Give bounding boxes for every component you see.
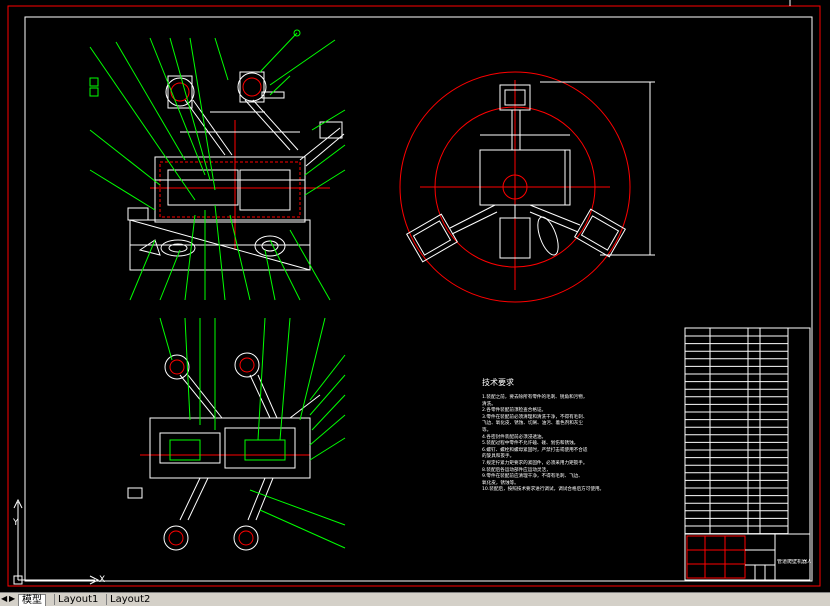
side-view — [399, 71, 655, 303]
tech-requirement-line: 4.各密封件装配前必须浸透油。 — [482, 434, 547, 440]
title-block — [684, 533, 811, 581]
ucs-icon — [13, 498, 100, 585]
layout-tab-bar: ◀ ▶ 模型 Layout1 Layout2 — [0, 592, 830, 606]
tech-requirement-line: 6.螺钉、螺栓和螺母紧固时，严禁打击或使用不合适 — [482, 447, 588, 453]
inner-frame — [24, 16, 813, 582]
tech-requirement-line: 飞边、氧化皮、锈蚀、切屑、油污、着色剂和灰尘 — [482, 421, 584, 427]
tab-nav-next-icon[interactable]: ▶ — [9, 594, 16, 603]
tech-requirements-lines: 1.装配之前，要去除所有零件的毛刺、锐角和污物， 清洗。2.各零件装配前须检查合… — [482, 395, 632, 494]
tech-requirement-line: 清洗。 — [482, 401, 496, 407]
tech-requirement-line: 3.零件在装配前必须清理和清洗干净，不得有毛刺、 — [482, 414, 588, 420]
tech-requirements-title: 技术要求 — [482, 378, 514, 387]
tech-requirements: 技术要求 1.装配之前，要去除所有零件的毛刺、锐角和污物， 清洗。2.各零件装配… — [482, 378, 632, 494]
tab-layout2[interactable]: Layout2 — [106, 594, 153, 605]
outer-frame — [7, 5, 821, 587]
tech-requirement-line: 10.装配后，按照技术要求进行调试，调试合格后方可使用。 — [482, 487, 605, 493]
cad-drawing — [7, 0, 821, 587]
tech-requirement-line: 8.装配后各运动部件应运动灵活， — [482, 467, 551, 473]
tech-requirement-line: 的旋具和扳手。 — [482, 454, 515, 460]
parts-list — [684, 327, 811, 535]
tab-layout1[interactable]: Layout1 — [54, 594, 101, 605]
tech-requirement-line: 氧化皮，锈蚀等。 — [482, 480, 519, 486]
axis-y-label: Y — [13, 518, 19, 528]
top-view — [127, 352, 321, 551]
tab-model[interactable]: 模型 — [18, 594, 46, 606]
top-view-leaders — [159, 317, 346, 549]
tech-requirement-line: 5.装配过程中零件不允许磕、碰、划伤和锈蚀。 — [482, 441, 579, 447]
tech-requirement-line: 7.规定拧紧力矩要求的紧固件，必须采用力矩扳手。 — [482, 460, 588, 466]
axis-x-label: X — [99, 575, 106, 585]
tech-requirement-line: 2.各零件装配前须检查合格证。 — [482, 408, 547, 414]
tech-requirement-line: 1.装配之前，要去除所有零件的毛刺、锐角和污物， — [482, 395, 588, 400]
tech-requirement-line: 9.零件在装配前应清理干净，不得有毛刺、飞边、 — [482, 474, 583, 480]
front-view — [127, 71, 345, 271]
drawing-title: 管道爬壁机器人 — [777, 559, 811, 565]
drawing-canvas[interactable]: 技术要求 1.装配之前，要去除所有零件的毛刺、锐角和污物， 清洗。2.各零件装配… — [0, 0, 830, 592]
front-view-leaders — [89, 29, 346, 301]
tab-nav-prev-icon[interactable]: ◀ — [1, 594, 8, 603]
tech-requirement-line: 等。 — [482, 427, 492, 433]
